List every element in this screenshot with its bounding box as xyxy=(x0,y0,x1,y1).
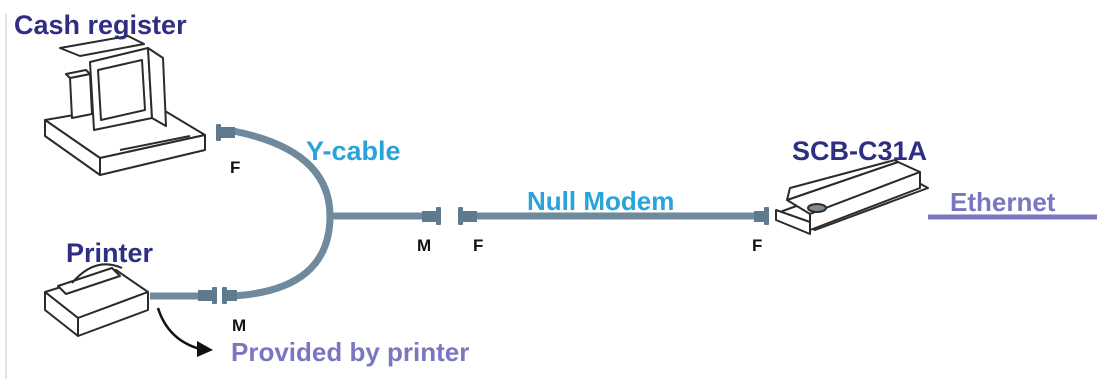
ethernet-label: Ethernet xyxy=(950,187,1056,217)
gender-label-f-device: F xyxy=(752,236,763,255)
y-cable-label: Y-cable xyxy=(306,136,401,166)
provided-by-printer-label: Provided by printer xyxy=(231,337,470,367)
device-label: SCB-C31A xyxy=(792,136,928,166)
null-modem-label: Null Modem xyxy=(527,186,675,216)
junction-m-connector xyxy=(422,207,441,225)
gender-label-f-cash-register: F xyxy=(230,158,241,177)
printer-side-f-connector xyxy=(222,287,237,304)
arrowhead-icon xyxy=(197,341,213,357)
junction-f-connector xyxy=(458,207,477,225)
cash-register-f-connector xyxy=(216,124,235,141)
printer-label: Printer xyxy=(66,238,154,268)
printer-m-connector xyxy=(198,287,217,304)
gender-label-m-junction: M xyxy=(417,236,432,255)
gender-label-m-printer: M xyxy=(232,316,247,335)
scb-c31a-device-icon xyxy=(775,159,929,235)
provided-arrow-curve xyxy=(156,307,201,351)
device-f-connector xyxy=(754,207,769,225)
gender-label-f-junction: F xyxy=(473,236,484,255)
cash-register-label: Cash register xyxy=(14,10,187,40)
cash-register-icon xyxy=(44,35,206,176)
printer-icon xyxy=(44,263,149,337)
